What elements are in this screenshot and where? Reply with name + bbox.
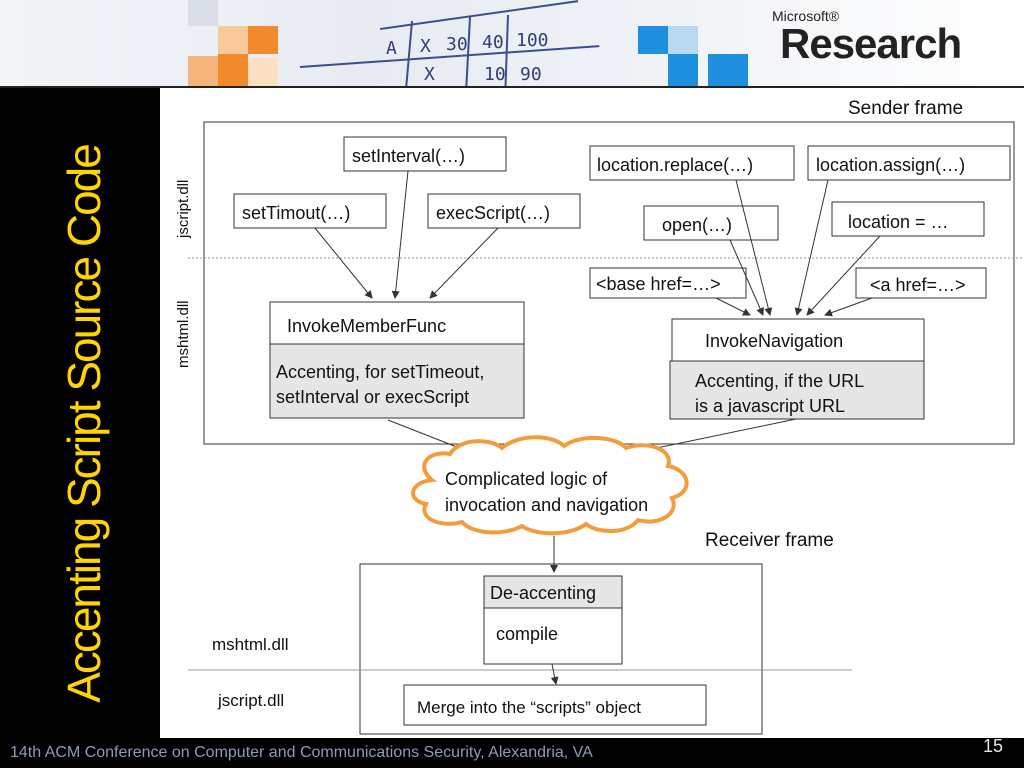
location-assign-box	[807, 145, 1011, 181]
invoke-navigation-note	[669, 360, 925, 420]
receiver-layer-mshtml: mshtml.dll	[212, 635, 289, 654]
invoke-member-func-label: InvokeMemberFunc	[287, 316, 446, 336]
base-href-box	[589, 267, 747, 299]
de-accenting-label: De-accenting	[490, 583, 596, 603]
open-label: open(…)	[662, 215, 732, 235]
brand-research: Research	[780, 20, 962, 67]
layer-label-mshtml: mshtml.dll	[175, 300, 192, 368]
banner-square	[708, 54, 748, 86]
banner-mark: 40	[482, 32, 504, 53]
banner-square	[248, 58, 278, 86]
banner-mark: X	[424, 64, 435, 85]
arrow	[391, 170, 409, 299]
page-number: 15	[983, 736, 1004, 756]
compile-box	[483, 607, 623, 665]
a-href-label: <a href=…>	[870, 275, 966, 295]
layer-label-jscript: jscript.dll	[175, 180, 192, 239]
invoke-member-note-line2: setInterval or execScript	[276, 387, 469, 407]
banner-square	[218, 54, 248, 86]
arrow	[715, 297, 751, 316]
a-href-box	[855, 267, 987, 299]
arrow	[729, 239, 764, 316]
invoke-navigation-note-line2: is a javascript URL	[695, 396, 845, 416]
invoke-navigation-label: InvokeNavigation	[705, 331, 843, 351]
exec-script-label: execScript(…)	[436, 203, 550, 223]
banner-mark: 10	[484, 64, 506, 85]
arrow	[314, 227, 373, 299]
diagram-canvas: Sender frame jscript.dll mshtml.dll setI…	[160, 88, 1024, 738]
banner-mark: 100	[516, 30, 549, 51]
banner-mark: A	[386, 38, 397, 59]
top-banner: A X 30 40 100 X 10 90 Microsoft® Researc…	[0, 0, 1024, 86]
banner-grid-line	[404, 20, 413, 86]
location-assign-label: location.assign(…)	[816, 155, 965, 175]
cloud-line2: invocation and navigation	[445, 495, 648, 515]
banner-divider	[0, 86, 1024, 88]
location-eq-label: location = …	[848, 212, 949, 232]
invoke-navigation-note-line1: Accenting, if the URL	[695, 371, 864, 391]
slide-title: Accenting Script Source Code	[58, 145, 110, 703]
location-eq-box	[831, 201, 985, 237]
brand-microsoft: Microsoft®	[772, 8, 840, 24]
receiver-layer-jscript: jscript.dll	[217, 691, 284, 710]
arrow	[429, 227, 499, 299]
arrow	[794, 179, 829, 316]
location-replace-label: location.replace(…)	[597, 155, 753, 175]
arrow	[550, 663, 559, 685]
exec-script-box	[427, 193, 581, 229]
logic-cloud	[411, 435, 689, 536]
invoke-navigation-box	[671, 318, 925, 362]
merge-scripts-box	[403, 684, 707, 726]
invoke-member-note	[269, 343, 525, 419]
banner-square	[668, 26, 698, 54]
merge-scripts-label: Merge into the “scripts” object	[417, 698, 641, 717]
arrow	[735, 179, 773, 316]
diagram: Sender frame jscript.dll mshtml.dll setI…	[175, 98, 1024, 735]
set-interval-box	[343, 136, 507, 172]
banner-square	[188, 56, 218, 86]
banner-mark: 90	[520, 64, 542, 85]
banner-square	[218, 26, 248, 54]
arrow	[806, 235, 881, 316]
banner-mark: X	[420, 36, 431, 57]
banner-mark: 30	[446, 34, 468, 55]
receiver-frame	[359, 563, 763, 735]
invoke-member-note-line1: Accenting, for setTimeout,	[276, 362, 484, 382]
banner-square	[188, 0, 218, 26]
base-href-label: <base href=…>	[596, 274, 721, 294]
open-box	[643, 205, 779, 241]
receiver-frame-label: Receiver frame	[705, 530, 834, 551]
location-replace-box	[589, 145, 795, 181]
cloud-line1: Complicated logic of	[445, 469, 608, 489]
arrow	[824, 297, 873, 317]
sender-frame-label: Sender frame	[848, 98, 963, 119]
set-timeout-box	[233, 193, 387, 229]
footer-text: 14th ACM Conference on Computer and Comm…	[10, 744, 593, 761]
banner-square	[638, 26, 668, 54]
set-interval-label: setInterval(…)	[352, 146, 465, 166]
banner-square	[668, 54, 698, 86]
de-accenting-box	[483, 575, 623, 609]
set-timeout-label: setTimout(…)	[242, 203, 350, 223]
compile-label: compile	[496, 624, 558, 644]
banner-square	[248, 26, 278, 54]
